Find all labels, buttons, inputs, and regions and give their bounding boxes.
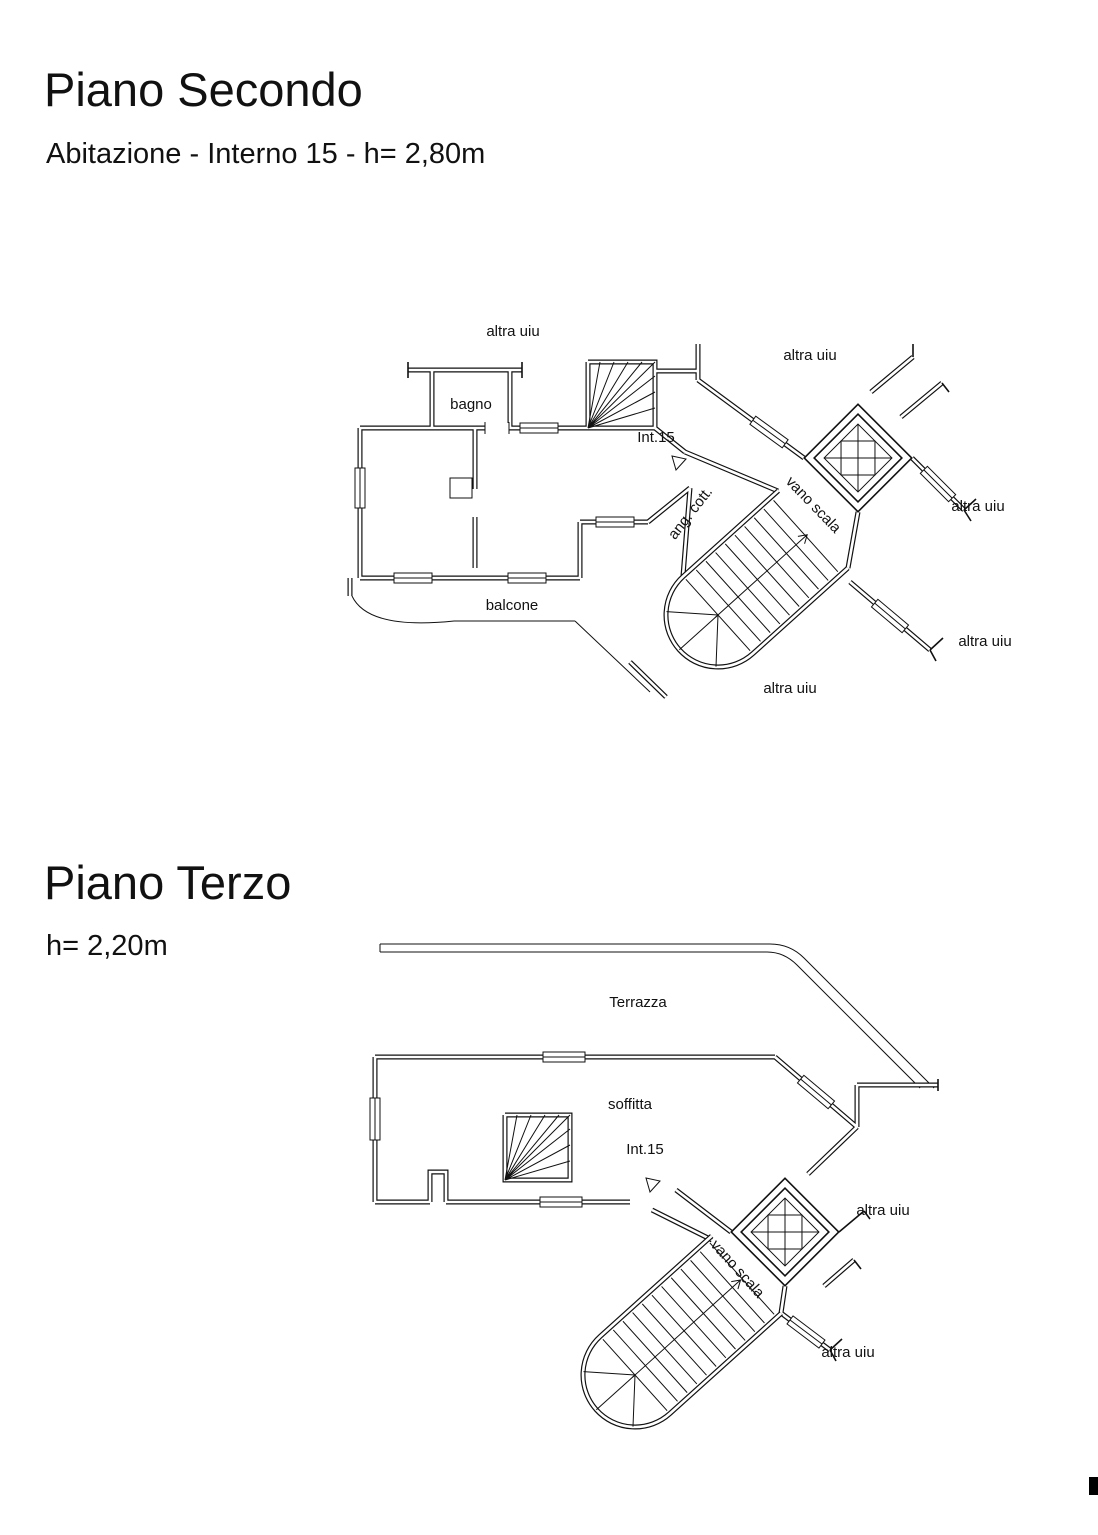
- label-altra-uiu-bottom-terzo: altra uiu: [821, 1344, 874, 1361]
- window-symbols-terzo: [369, 1051, 836, 1349]
- scan-artifact: [1089, 1477, 1098, 1495]
- entrance-arrow-secondo: [671, 455, 687, 472]
- floorplan-terzo-drawing: Terrazza soffitta Int.15 altra uiu vano …: [369, 943, 939, 1430]
- walls-secondo: [347, 344, 977, 699]
- floor-title-terzo: Piano Terzo: [44, 856, 292, 909]
- label-altra-uiu-top: altra uiu: [486, 323, 539, 340]
- terrace-railing: [379, 943, 935, 1089]
- elevator-shaft-terzo: [730, 1177, 840, 1287]
- balcony-secondo: [351, 595, 651, 693]
- label-balcone: balcone: [486, 597, 539, 614]
- walls-terzo: [372, 1054, 939, 1362]
- window-symbols-secondo: [354, 415, 957, 634]
- label-int15-terzo: Int.15: [626, 1141, 664, 1158]
- label-int15-secondo: Int.15: [637, 429, 675, 446]
- spiral-staircase-terzo: [504, 1114, 571, 1181]
- label-altra-uiu-bottom-right: altra uiu: [958, 633, 1011, 650]
- stairwell-secondo: [663, 488, 850, 670]
- label-terrazza: Terrazza: [609, 994, 667, 1011]
- label-altra-uiu-right-terzo: altra uiu: [856, 1202, 909, 1219]
- label-soffitta: soffitta: [608, 1096, 653, 1113]
- label-bagno: bagno: [450, 396, 492, 413]
- entrance-arrow-terzo: [645, 1177, 661, 1194]
- floorplan-secondo-drawing: altra uiu altra uiu bagno Int.15 ang. co…: [347, 323, 1012, 699]
- spiral-staircase-secondo: [587, 361, 656, 429]
- label-altra-uiu-right: altra uiu: [951, 498, 1004, 515]
- floor-subtitle-terzo: h= 2,20m: [46, 930, 168, 962]
- floor-title-secondo: Piano Secondo: [44, 63, 363, 116]
- elevator-shaft-secondo: [803, 403, 913, 513]
- stairwell-terzo: [580, 1234, 783, 1430]
- floor-subtitle-secondo: Abitazione - Interno 15 - h= 2,80m: [46, 138, 486, 170]
- label-altra-uiu-top-right: altra uiu: [783, 347, 836, 364]
- label-vano-scala-secondo: vano scala: [782, 473, 845, 537]
- door-openings-secondo: [449, 422, 510, 517]
- label-altra-uiu-bottom: altra uiu: [763, 680, 816, 697]
- balcony-door-arc: [351, 595, 455, 624]
